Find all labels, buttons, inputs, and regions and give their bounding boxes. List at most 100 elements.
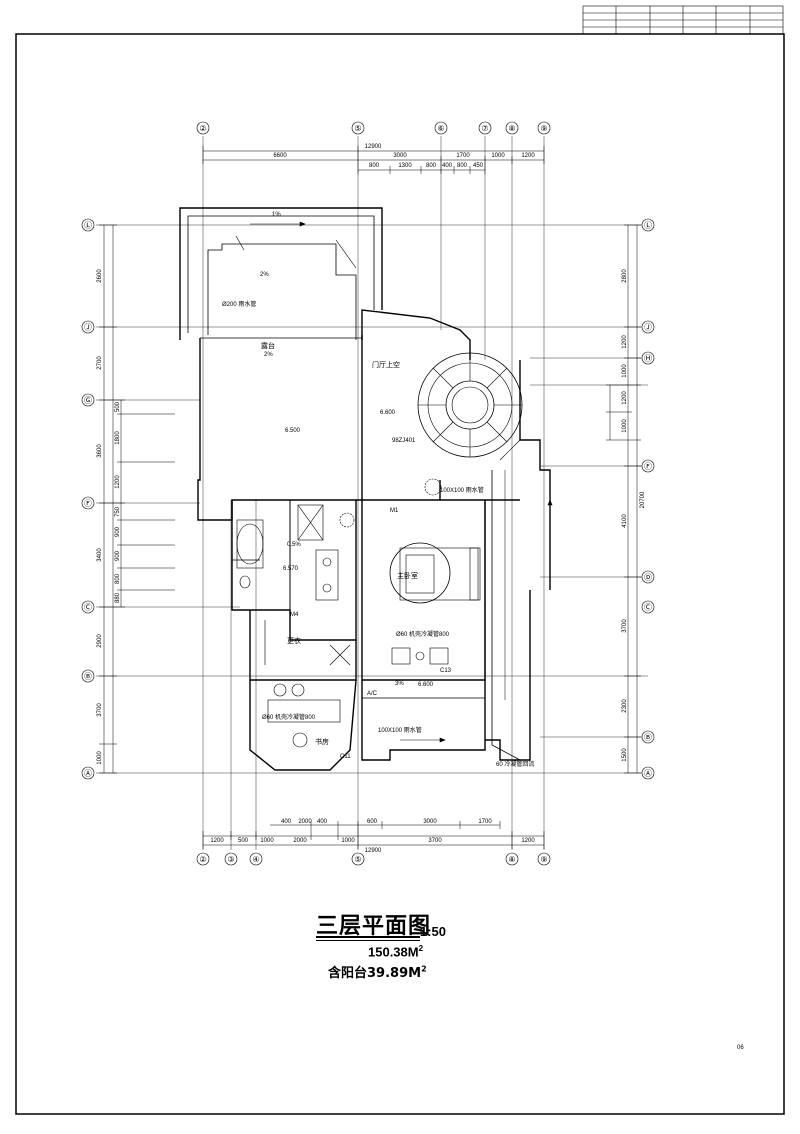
axis-bubble-top: ⑨ <box>540 124 547 133</box>
dim-right: 1200 <box>622 391 628 405</box>
floor-area-unit: M <box>407 944 419 960</box>
axis-bubble-top-circle <box>196 121 210 135</box>
axis-bubble-left-circle <box>81 496 95 510</box>
drawing-scale: 1:50 <box>420 924 447 939</box>
bath-elevation: 6.570 <box>283 566 299 572</box>
axis-bubble-right: Ⓒ <box>644 603 652 612</box>
dim-top-2: 450 <box>473 163 484 169</box>
dim-bottom-1: 500 <box>238 838 249 844</box>
dim-bottom-1: 1200 <box>521 838 535 844</box>
dim-top-2: 400 <box>442 163 453 169</box>
floor-area: 150.38M2 <box>368 944 423 959</box>
rain-mouth-note: 60 冷凝管回流 <box>496 760 534 768</box>
axis-bubble-top: ⑧ <box>508 124 515 133</box>
ac-pipe-note-1: Ø60 机壳冷凝管800 <box>396 630 450 638</box>
axis-bubble-right-circle <box>641 570 655 584</box>
dim-top-1: 6600 <box>273 153 287 159</box>
door-m1: M1 <box>390 508 399 514</box>
stair-void-label: 门厅上空 <box>372 360 400 369</box>
slope-arrows <box>250 221 553 743</box>
axis-bubble-top-circle <box>537 121 551 135</box>
drain-note-1: Ø200 雨水管 <box>222 300 256 308</box>
axis-bubble-right: Ⓕ <box>644 462 652 471</box>
axis-bubble-left: Ⓑ <box>84 672 92 681</box>
axis-bubble-left: Ⓙ <box>84 323 92 332</box>
axis-bubble-right: Ⓗ <box>644 354 652 363</box>
axis-bubble-left-circle <box>81 218 95 232</box>
axis-bubble-left-circle <box>81 669 95 683</box>
title-underline-thin <box>316 940 420 941</box>
bath-slope: 0.5% <box>287 542 301 548</box>
axis-bubble-right-circle <box>641 600 655 614</box>
dim-bottom-2: 3000 <box>423 819 437 825</box>
sheet-border <box>15 33 785 1115</box>
title-block-table <box>582 5 784 35</box>
dim-top-1: 1700 <box>456 153 470 159</box>
floor-area-value: 150.38 <box>368 944 408 960</box>
axis-bubble-top-circle <box>351 121 365 135</box>
dim-left: 2600 <box>97 269 103 283</box>
axis-bubble-left-circle <box>81 600 95 614</box>
dim-left-inner: 900 <box>115 550 121 561</box>
title-underline-thick <box>316 936 420 938</box>
dim-bottom-2: 1700 <box>478 819 492 825</box>
axis-bubble-top: ⑤ <box>354 124 361 133</box>
axis-bubble-bottom: ⑨ <box>540 855 547 864</box>
dim-top-2: 800 <box>369 163 380 169</box>
axis-bubble-right-circle <box>641 459 655 473</box>
dim-right: 1500 <box>622 748 628 762</box>
dim-left-inner: 900 <box>115 526 121 537</box>
dim-left-inner: 1200 <box>115 475 121 489</box>
left-dimension-lines <box>99 224 175 774</box>
furniture <box>236 353 522 748</box>
dim-bottom-2: 400 <box>317 819 328 825</box>
dim-bottom-1: 1200 <box>210 838 224 844</box>
dim-bottom-1: 2000 <box>293 838 307 844</box>
axis-bubble-bottom-circle <box>196 852 210 866</box>
axis-bubble-bottom: ⑧ <box>508 855 515 864</box>
axis-bubble-left: Ⓛ <box>84 221 92 230</box>
axis-bubble-right-circle <box>641 730 655 744</box>
dressing-room-label: 更衣 <box>287 636 301 645</box>
axis-bubble-right-circle <box>641 320 655 334</box>
axis-bubble-left: Ⓒ <box>84 603 92 612</box>
dim-top-2: 800 <box>457 163 468 169</box>
axis-bubble-bottom: ④ <box>252 855 259 864</box>
axis-bubble-right: Ⓐ <box>644 769 652 778</box>
dim-right: 2800 <box>622 269 628 283</box>
dim-left: 3600 <box>97 444 103 458</box>
dim-bottom-1: 1000 <box>341 838 355 844</box>
bottom-dimension-lines <box>202 821 545 849</box>
axis-bubble-top-circle <box>478 121 492 135</box>
terrace-slope-2: 2% <box>260 272 269 278</box>
axis-bubble-bottom: ③ <box>227 855 234 864</box>
dim-bottom-total: 12900 <box>365 848 382 854</box>
parapet-slope: 1% <box>272 212 281 218</box>
dim-top-total: 12900 <box>365 144 382 150</box>
axis-bubble-bottom-circle <box>249 852 263 866</box>
page-number: 06 <box>737 1045 744 1051</box>
axis-bubble-left-circle <box>81 320 95 334</box>
door-m4: M4 <box>290 612 299 618</box>
axis-bubble-bottom-circle <box>351 852 365 866</box>
axis-bubble-bottom-circle <box>505 852 519 866</box>
terrace-slope: 2% <box>264 352 273 358</box>
axis-bubble-left-circle <box>81 766 95 780</box>
axis-bubble-left: Ⓐ <box>84 769 92 778</box>
dim-left-inner: 1800 <box>115 431 121 445</box>
dim-bottom-2: 400 <box>281 819 292 825</box>
axis-bubble-right: Ⓑ <box>644 733 652 742</box>
balcony-area-exponent: 2 <box>421 964 427 974</box>
axis-bubble-right: Ⓙ <box>644 323 652 332</box>
dim-left-inner: 800 <box>115 573 121 584</box>
balcony-area-label: 含阳台 <box>328 966 368 981</box>
dim-left-inner: 880 <box>115 592 121 603</box>
stair-elevation: 6.600 <box>380 410 396 416</box>
dim-left: 3400 <box>97 548 103 562</box>
terrace-elevation: 6.500 <box>285 428 301 434</box>
dim-left: 2700 <box>97 356 103 370</box>
